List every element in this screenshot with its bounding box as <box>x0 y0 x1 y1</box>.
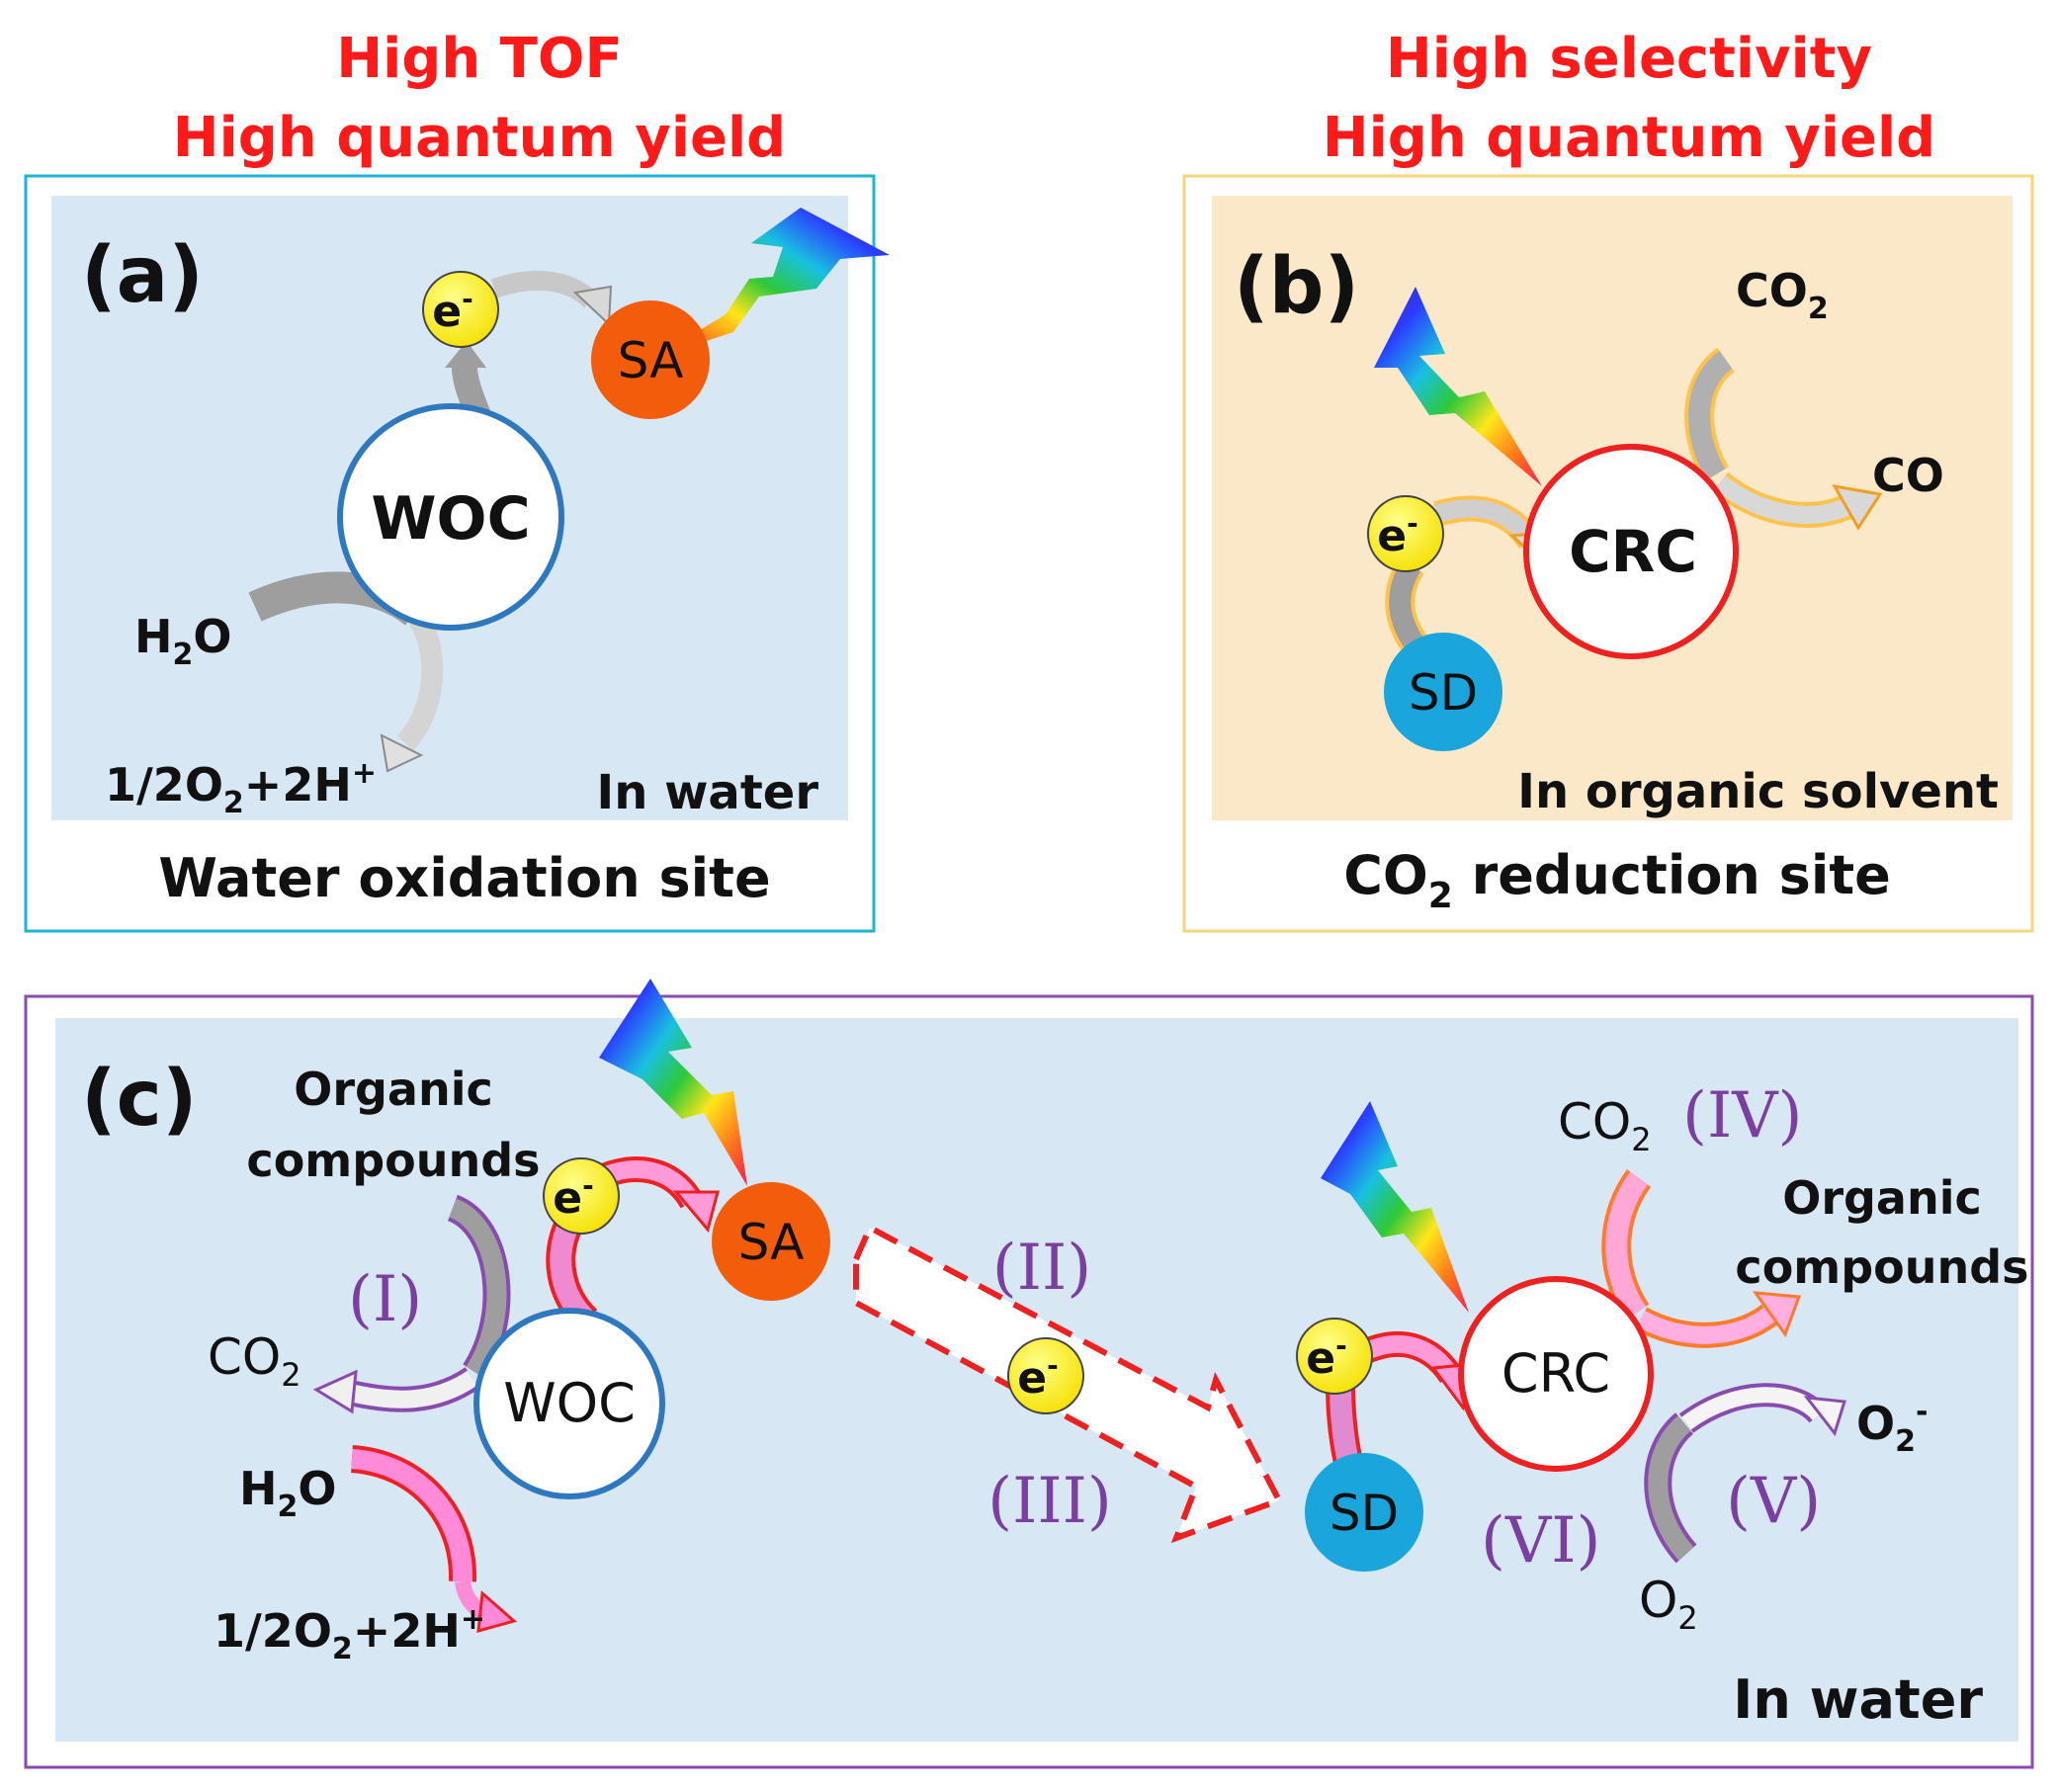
crc-node <box>1523 444 1739 659</box>
panel-b-heading-2: High quantum yield <box>1323 106 1936 170</box>
panel-a-label: (a) <box>81 231 204 320</box>
panel-a-environment: In water <box>596 765 818 820</box>
panel-c: (c) <box>24 979 2034 1769</box>
step-vi-label: (VI) <box>1481 1504 1600 1578</box>
sd-node <box>1384 633 1502 751</box>
o2-out-arrow <box>396 606 444 751</box>
light-bolt-icon <box>1321 1101 1469 1313</box>
woc-label: WOC <box>371 484 530 554</box>
electron-icon <box>422 271 499 348</box>
organic-right-label-line-2: compounds <box>1735 1240 2028 1294</box>
o2-minus-out-arrow <box>1681 1387 1826 1430</box>
step-v-label: (V) <box>1726 1465 1821 1538</box>
organic-label-line-2: compounds <box>246 1134 540 1187</box>
gray-arrow-head <box>445 341 486 368</box>
light-bolt-icon <box>654 208 890 358</box>
electron-icon <box>1007 1337 1084 1414</box>
crc-label: CRC <box>1501 1342 1610 1405</box>
step-iii-label: (III) <box>987 1465 1112 1538</box>
sa-label: SA <box>618 332 684 389</box>
panel-b-environment: In organic solvent <box>1517 764 1999 819</box>
products-label: 1/2O2+2H+ <box>214 1602 485 1666</box>
o2-minus-out-arrowhead <box>1803 1396 1846 1437</box>
co2-out-arrowhead <box>312 1369 358 1414</box>
o2-label: O2 <box>1639 1572 1698 1637</box>
electron-label: e- <box>1306 1329 1346 1384</box>
electron-to-sa-arrowhead <box>572 285 613 327</box>
electron-label: e- <box>1377 507 1417 561</box>
panel-a-heading-2: High quantum yield <box>173 106 787 170</box>
panel-b: High selectivity High quantum yield (b) … <box>1182 27 2034 933</box>
co2-in-arrow <box>1605 1171 1649 1320</box>
panel-b-label: (b) <box>1234 242 1359 331</box>
sd-label: SD <box>1329 1485 1399 1542</box>
organic-in-arrow <box>448 1198 507 1378</box>
panel-a-caption: Water oxidation site <box>158 847 770 909</box>
woc-label: WOC <box>503 1372 636 1434</box>
organic-out-arrow <box>1636 1307 1775 1344</box>
sa-node <box>591 300 710 419</box>
h2o-in-arrow <box>351 1449 473 1582</box>
sa-node <box>712 1182 830 1301</box>
o2-in-arrow <box>1648 1415 1694 1561</box>
organic-right-label-line-1: Organic <box>1782 1171 1982 1225</box>
co2-out-arrow <box>343 1370 478 1408</box>
electron-label: e- <box>1017 1349 1058 1404</box>
organic-out-arrowhead <box>1752 1291 1802 1338</box>
co2-label: CO2 <box>1736 264 1829 326</box>
panel-c-label: (c) <box>81 1055 198 1144</box>
co-out-arrowhead <box>1832 483 1883 531</box>
sd-label: SD <box>1409 664 1478 722</box>
crc-label: CRC <box>1569 518 1697 585</box>
superoxide-label: O2- <box>1856 1395 1928 1459</box>
co2-left-label: CO2 <box>208 1328 301 1394</box>
products-label: 1/2O2+2H+ <box>105 756 377 820</box>
panel-a-heading-1: High TOF <box>336 27 623 91</box>
light-bolt-icon <box>1374 287 1542 486</box>
electron-icon <box>1367 495 1444 572</box>
organic-label-line-1: Organic <box>294 1063 493 1116</box>
step-ii-label: (II) <box>992 1232 1092 1305</box>
co-label: CO <box>1872 449 1944 502</box>
sa-label: SA <box>738 1214 805 1271</box>
panel-a: High TOF High quantum yield (a) WOC e- S… <box>24 27 890 933</box>
panel-b-heading-1: High selectivity <box>1386 27 1872 91</box>
crc-node <box>1458 1276 1654 1472</box>
electron-icon <box>543 1157 620 1235</box>
co-out-arrow <box>1714 474 1852 524</box>
panel-c-environment: In water <box>1733 1668 1983 1731</box>
step-iv-label: (IV) <box>1682 1079 1802 1152</box>
electron-icon <box>1296 1318 1373 1395</box>
step-i-label: (I) <box>348 1263 422 1336</box>
sd-node <box>1305 1453 1423 1572</box>
co2-in-arrow <box>1688 351 1733 480</box>
woc-node <box>473 1308 665 1499</box>
electron-to-sa-arrowhead <box>672 1190 720 1234</box>
electron-label: e- <box>553 1169 593 1224</box>
light-bolt-icon <box>599 979 747 1186</box>
o2-out-arrowhead <box>380 733 424 773</box>
h2o-label: H2O <box>239 1462 336 1524</box>
woc-node <box>337 403 564 631</box>
h2o-label: H2O <box>134 610 231 672</box>
o2-out-arrowhead <box>476 1589 518 1634</box>
panel-b-caption: CO2 reduction site <box>1343 844 1891 916</box>
electron-label: e- <box>432 283 472 337</box>
co2-right-label: CO2 <box>1558 1093 1652 1158</box>
